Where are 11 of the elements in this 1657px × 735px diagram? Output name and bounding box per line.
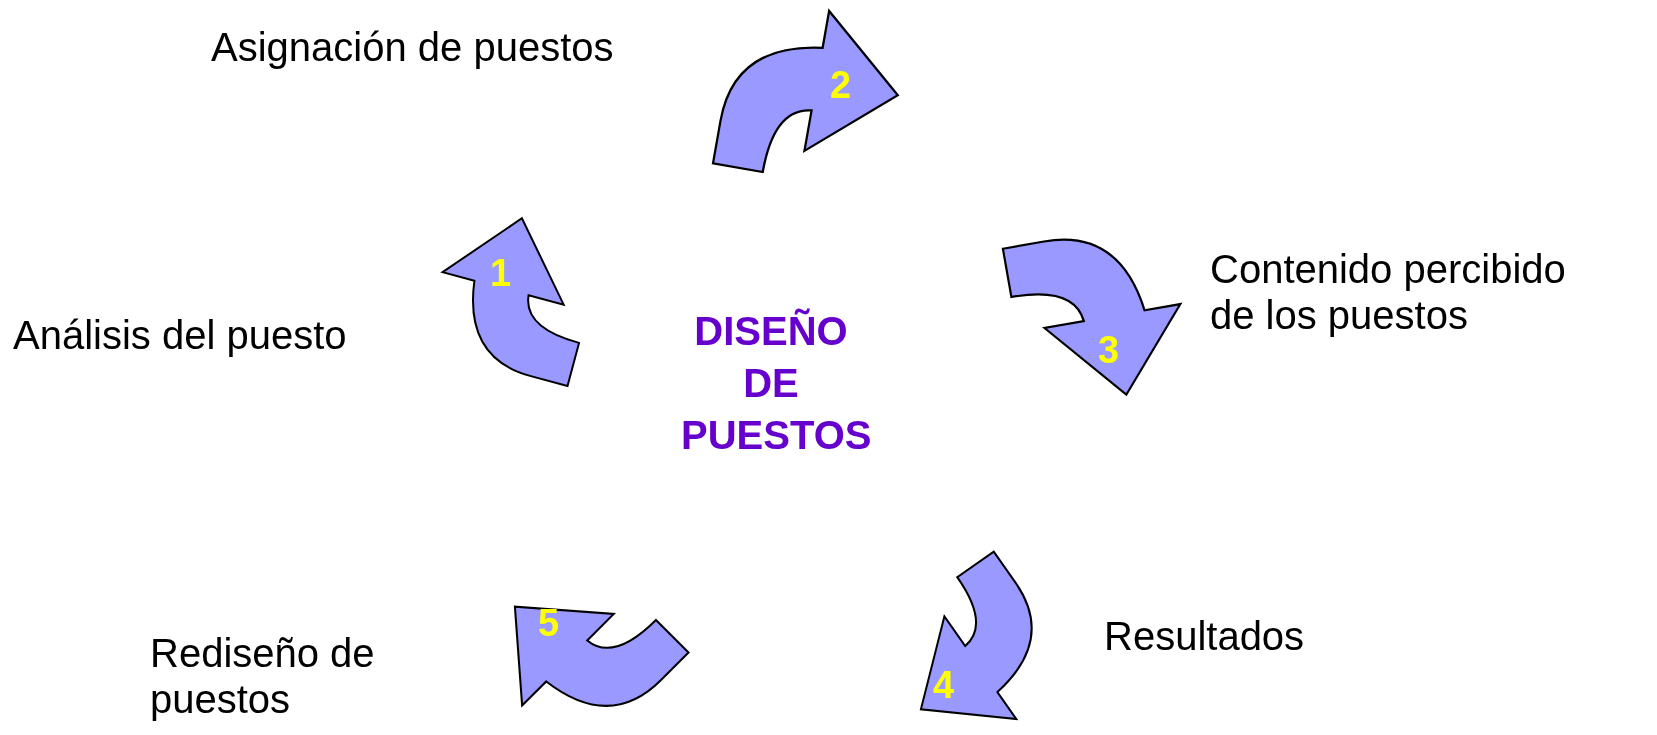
step-label: Contenido percibido de los puestos [1210, 246, 1567, 338]
step-label: Resultados [1104, 613, 1306, 659]
step-number: 5 [538, 603, 560, 643]
step-number: 1 [490, 253, 512, 293]
center-title: DISEÑO DE PUESTOS [680, 307, 873, 459]
step-number: 4 [933, 665, 955, 705]
step-label: Rediseño de puestos [150, 630, 376, 722]
step-number: 3 [1098, 330, 1120, 370]
step-number: 2 [830, 65, 852, 105]
step-label: Asignación de puestos [211, 24, 615, 70]
step-label: Análisis del puesto [13, 312, 348, 358]
